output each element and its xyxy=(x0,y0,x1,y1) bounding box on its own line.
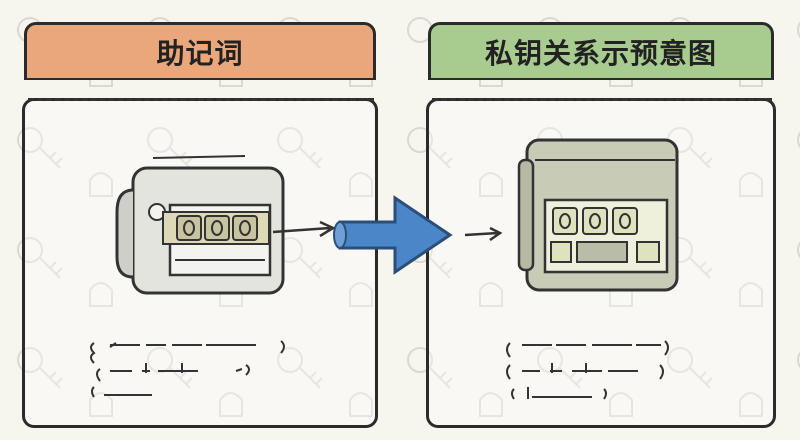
mnemonic-scribble-icon xyxy=(90,340,285,398)
mnemonic-divider xyxy=(28,98,374,101)
right-arrow-icon xyxy=(333,195,503,275)
open-safe-icon xyxy=(517,138,679,292)
private-key-title: 私钥关系示预意图 xyxy=(484,36,717,70)
mnemonic-title: 助记词 xyxy=(156,36,244,70)
safe-combination-lock-icon xyxy=(115,155,336,295)
private-key-divider xyxy=(432,98,772,101)
mnemonic-header: 助记词 xyxy=(24,22,376,80)
private-key-header: 私钥关系示预意图 xyxy=(428,22,774,80)
private-key-scribble-icon xyxy=(506,340,669,400)
